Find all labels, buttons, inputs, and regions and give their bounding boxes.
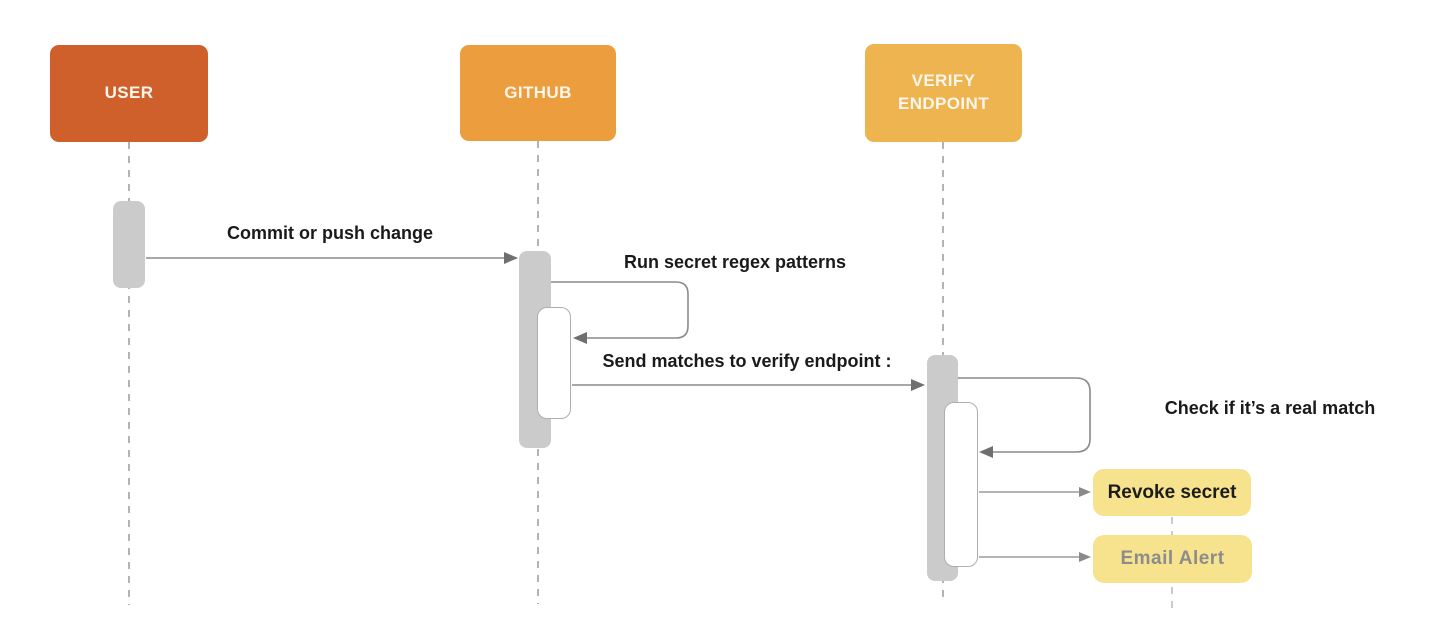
revoke-arrowhead-icon (1079, 487, 1091, 497)
check-arrowhead-icon (979, 446, 993, 458)
actor-github: GITHUB (460, 45, 616, 141)
regex-self-loop-line (551, 281, 689, 339)
actor-verify-endpoint-label: VERIFY ENDPOINT (898, 70, 989, 116)
actor-github-label: GITHUB (504, 82, 572, 102)
verify-nested-activation-bar (944, 402, 978, 567)
message-label-check: Check if it’s a real match (1164, 398, 1376, 418)
actor-verify-line1: VERIFY (911, 71, 976, 91)
message-label-send: Send matches to verify endpoint : (602, 351, 892, 371)
actor-verify-line2: ENDPOINT (897, 94, 990, 113)
github-nested-activation-bar (537, 307, 571, 419)
message-label-commit: Commit or push change (226, 223, 433, 243)
email-alert-label: Email Alert (1120, 548, 1225, 569)
revoke-secret-note: Revoke secret (1093, 469, 1251, 516)
revoke-secret-label: Revoke secret (1107, 481, 1237, 503)
regex-arrowhead-icon (573, 332, 587, 344)
message-label-regex: Run secret regex patterns (623, 252, 847, 272)
commit-arrowhead-icon (504, 252, 518, 264)
check-self-loop-line (958, 377, 1091, 453)
actor-verify-endpoint: VERIFY ENDPOINT (865, 44, 1022, 142)
send-arrowhead-icon (911, 379, 925, 391)
email-alert-note: Email Alert (1093, 535, 1252, 583)
actor-user-label: USER (104, 83, 154, 103)
email-arrowhead-icon (1079, 552, 1091, 562)
actor-user: USER (50, 45, 208, 142)
user-activation-bar (113, 201, 145, 288)
